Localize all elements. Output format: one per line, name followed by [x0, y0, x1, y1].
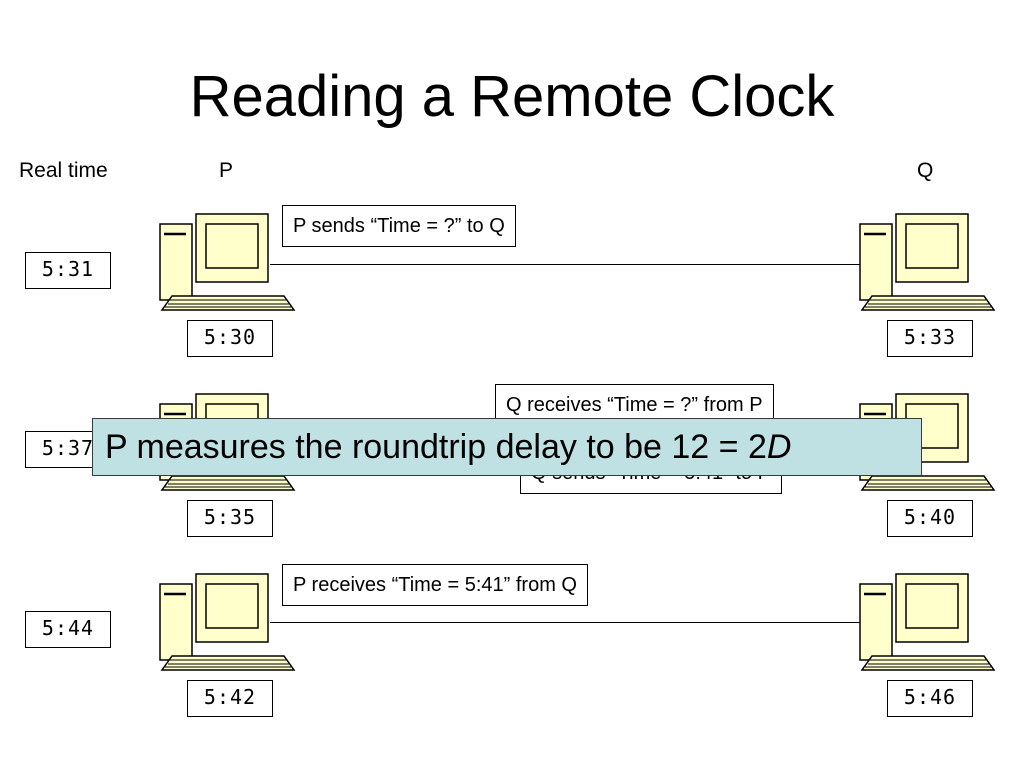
column-header-real-time: Real time [19, 159, 108, 182]
banner-variable: D [766, 428, 792, 466]
p-clock: 5:30 [187, 320, 273, 357]
q-clock: 5:46 [887, 680, 973, 717]
slide-title: Reading a Remote Clock [189, 64, 835, 129]
roundtrip-banner: P measures the roundtrip delay to be 12 … [92, 418, 922, 476]
computer-icon [158, 572, 298, 672]
real-time-clock: 5:44 [25, 611, 111, 648]
message-label: P sends “Time = ?” to Q [282, 205, 516, 247]
message-line [270, 264, 865, 265]
computer-icon [158, 212, 298, 312]
p-clock: 5:35 [187, 500, 273, 537]
q-clock: 5:33 [887, 320, 973, 357]
p-clock: 5:42 [187, 680, 273, 717]
q-clock: 5:40 [887, 500, 973, 537]
column-header-p: P [219, 159, 234, 182]
column-header-q: Q [917, 159, 934, 182]
banner-text: P measures the roundtrip delay to be 12 … [105, 428, 767, 466]
real-time-clock: 5:31 [25, 252, 111, 289]
computer-icon [858, 212, 998, 312]
message-label: P receives “Time = 5:41” from Q [282, 564, 588, 606]
message-line [270, 622, 865, 623]
computer-icon [858, 572, 998, 672]
